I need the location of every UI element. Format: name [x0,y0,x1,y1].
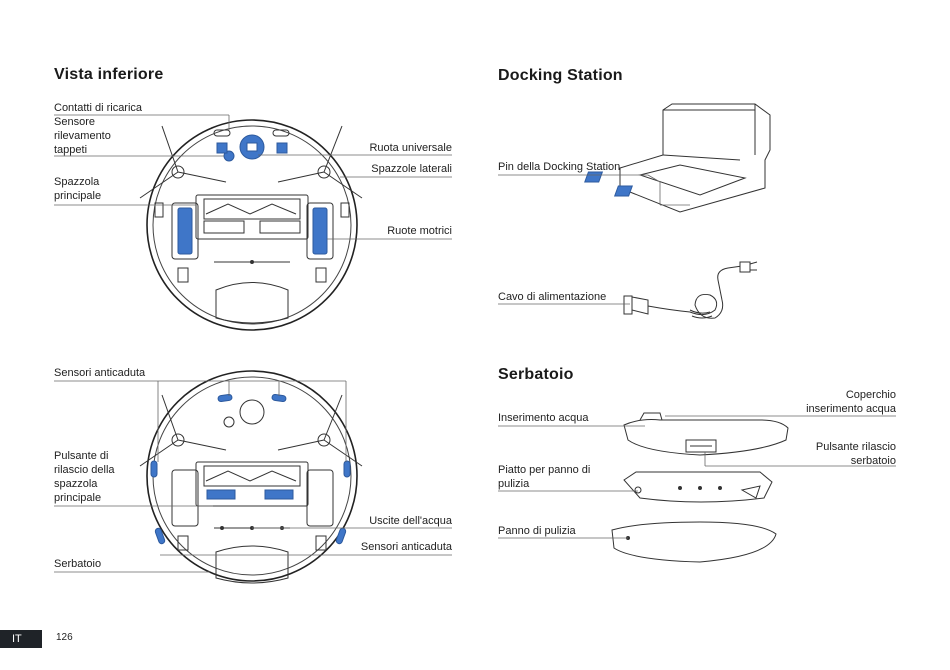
label-universal-wheel: Ruota universale [369,142,452,154]
label-main-brush: Spazzola principale [54,176,102,202]
label-tank-release: Pulsante rilascio serbatoio [815,441,896,467]
power-cable-drawing [623,261,758,319]
label-power-cable: Cavo di alimentazione [498,291,607,303]
label-cliff-sensors-bottom: Sensori anticaduta [360,541,452,553]
heading-docking-station: Docking Station [498,67,623,84]
language-tab: IT [0,630,42,648]
label-mop-plate: Piatto per panno di pulizia [498,464,591,490]
label-dock-pins: Pin della Docking Station [498,161,621,173]
label-drive-wheels: Ruote motrici [387,225,452,237]
label-water-outlets: Uscite dell'acqua [369,515,452,527]
heading-bottom-view: Vista inferiore [54,66,164,83]
label-tank: Serbatoio [54,558,102,570]
label-cliff-sensors-top: Sensori anticaduta [54,367,146,379]
robot-bottom-view-2 [139,370,363,584]
docking-station-drawing [584,103,771,213]
label-side-brushes: Spazzole laterali [371,163,452,175]
water-tank-drawing [611,412,789,563]
robot-bottom-view-1 [139,119,363,331]
label-brush-release: Pulsante di rilascio della spazzola prin… [54,450,115,504]
label-mop-cloth: Panno di pulizia [498,525,576,537]
label-carpet-sensor: Sensore rilevamento tappeti [54,116,111,156]
label-charging-contacts: Contatti di ricarica [54,102,143,114]
label-water-inlet: Inserimento acqua [498,412,589,424]
heading-water-tank: Serbatoio [498,366,574,383]
label-inlet-cover: Coperchio inserimento acqua [806,389,896,415]
page-number: 126 [56,632,73,643]
